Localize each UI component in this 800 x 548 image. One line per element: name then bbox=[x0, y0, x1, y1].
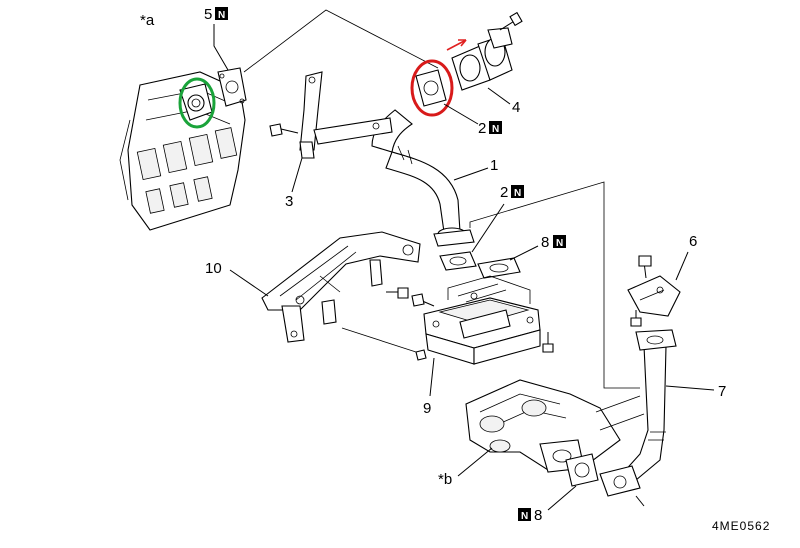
new-part-letter-8-lower: N bbox=[521, 511, 528, 522]
bracket-3 bbox=[299, 71, 393, 159]
bolt-bracket-10 bbox=[386, 287, 435, 307]
new-part-icon-2-upper bbox=[489, 121, 502, 134]
new-part-icon-8-upper bbox=[553, 235, 566, 248]
cooler-studs bbox=[542, 332, 554, 353]
red-highlight-circle bbox=[410, 59, 454, 117]
leader-2-upper bbox=[443, 103, 479, 125]
gasket-8-upper bbox=[477, 257, 521, 279]
intake-manifold-a bbox=[119, 71, 246, 231]
new-part-letter-2-middle: N bbox=[514, 188, 521, 199]
exhaust-manifold-b bbox=[465, 379, 645, 473]
new-part-icon-5 bbox=[215, 7, 228, 20]
red-direction-arrow bbox=[446, 39, 467, 51]
leader-9 bbox=[429, 357, 435, 397]
gasket-5 bbox=[217, 67, 247, 107]
bracket-6 bbox=[627, 255, 681, 317]
leader-2-middle bbox=[471, 203, 505, 253]
new-part-icon-2-middle bbox=[511, 185, 524, 198]
leader-7 bbox=[665, 385, 715, 391]
label-1: 1 bbox=[490, 157, 498, 174]
leader-8-lower bbox=[547, 485, 577, 511]
label-5: 5 bbox=[204, 6, 212, 23]
bracket-10 bbox=[261, 231, 421, 343]
leader-1 bbox=[453, 167, 489, 181]
new-part-icon-8-lower bbox=[518, 508, 531, 521]
figure-code: 4ME0562 bbox=[712, 519, 770, 533]
egr-pipe-7 bbox=[599, 310, 677, 507]
label-7: 7 bbox=[718, 383, 726, 400]
green-highlight-circle bbox=[178, 77, 216, 129]
reference-line-cooler bbox=[341, 327, 417, 353]
label-4: 4 bbox=[512, 99, 520, 116]
reference-line-box bbox=[469, 181, 640, 389]
gasket-2-middle bbox=[439, 251, 477, 271]
leader-5 bbox=[213, 24, 229, 71]
label-10: 10 bbox=[205, 260, 222, 277]
leader-8-upper bbox=[509, 245, 539, 261]
label-8-upper: 8 bbox=[541, 234, 549, 251]
label-2-middle: 2 bbox=[500, 184, 508, 201]
new-part-letter-8-upper: N bbox=[556, 238, 563, 249]
gasket-2-upper bbox=[415, 69, 447, 107]
leader-3 bbox=[291, 157, 303, 193]
leader-4 bbox=[487, 87, 511, 105]
leader-b bbox=[457, 447, 493, 477]
label-9: 9 bbox=[423, 400, 431, 417]
label-3: 3 bbox=[285, 193, 293, 210]
leader-10 bbox=[229, 269, 269, 297]
gasket-8-lower bbox=[565, 453, 599, 487]
label-8-lower: 8 bbox=[534, 507, 542, 524]
reference-line-top bbox=[243, 9, 439, 73]
label-2-upper: 2 bbox=[478, 120, 486, 137]
egr-cooler-9 bbox=[415, 275, 541, 365]
new-part-letter-5: N bbox=[218, 10, 225, 21]
label-b: *b bbox=[438, 471, 452, 488]
red-arrow-head bbox=[458, 39, 467, 47]
egr-valve-4 bbox=[451, 11, 523, 91]
label-a: *a bbox=[140, 12, 155, 29]
leader-6 bbox=[675, 251, 689, 281]
bolt-bracket-3 bbox=[269, 123, 299, 137]
label-6: 6 bbox=[689, 233, 697, 250]
new-part-letter-2-upper: N bbox=[492, 124, 499, 135]
